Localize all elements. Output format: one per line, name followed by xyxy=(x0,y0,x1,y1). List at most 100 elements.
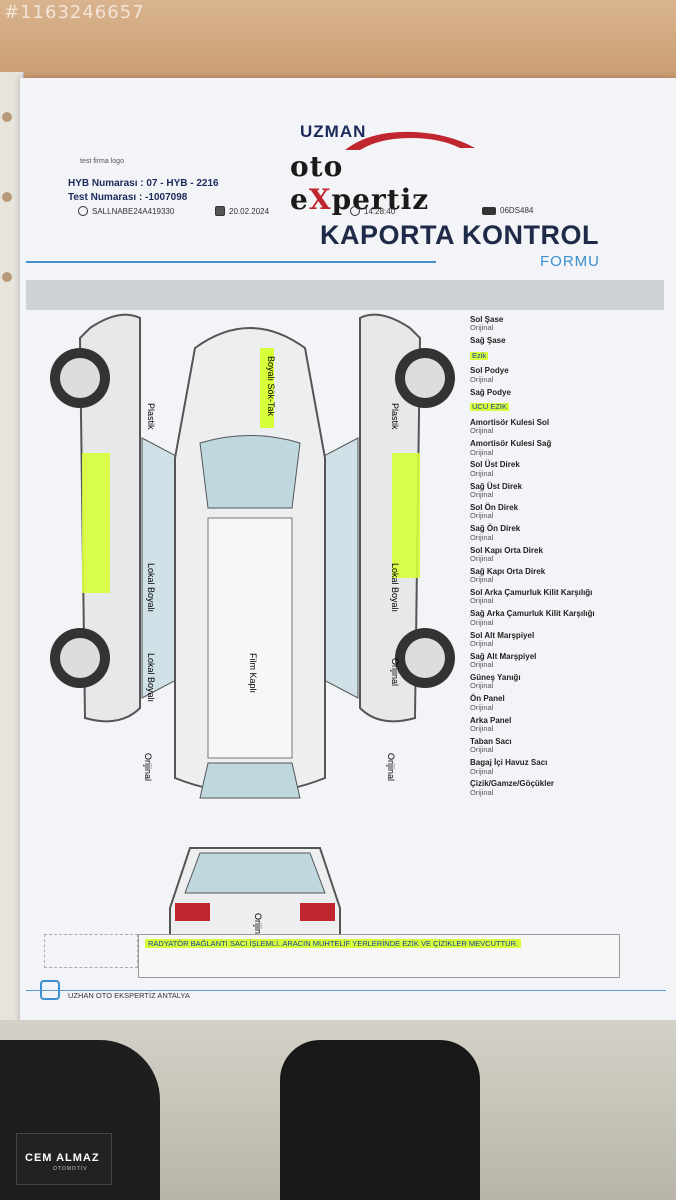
part-status: Orijinal xyxy=(470,660,494,670)
time-value: 14:28:40 xyxy=(364,206,396,216)
label-roof-film: Film Kaplı xyxy=(248,653,258,693)
label-left-door-front: Lokal Boyalı xyxy=(146,563,156,612)
section-band xyxy=(26,280,664,310)
label-right-door-rear: Orijinal xyxy=(390,658,400,686)
form-title: KAPORTA KONTROL xyxy=(320,220,599,250)
right-door-highlight xyxy=(392,453,420,578)
part-name: Sol Alt Marşpiyel xyxy=(470,630,535,640)
car-logo-icon xyxy=(345,131,475,150)
vin-value: SALLNABE24A419330 xyxy=(92,206,175,216)
car-body-diagram: Plastik Lokal Boyalı Lokal Boyalı Orijin… xyxy=(50,313,455,948)
roof-highlight xyxy=(260,348,274,428)
right-side-view xyxy=(319,313,455,723)
part-status: Orijinal xyxy=(470,374,494,384)
part-status: UCU EZIK xyxy=(470,402,510,412)
notes-text: RADYATÖR BAĞLANTI SACI İŞLEMLİ..ARACIN M… xyxy=(145,939,522,948)
inspection-form: UZMAN oto eXpertiz test firma logo HYB N… xyxy=(20,78,676,1023)
part-status: Orijinal xyxy=(470,553,494,563)
test-logo-caption: test firma logo xyxy=(80,158,124,165)
part-status: Orijinal xyxy=(470,766,494,776)
label-right-rear: Orijinal xyxy=(386,753,396,781)
part-name: Sol Ön Direk xyxy=(470,502,519,512)
divider xyxy=(26,261,436,263)
part-status: Orijinal xyxy=(470,617,494,627)
label-left-door-rear: Lokal Boyalı xyxy=(146,653,156,702)
label-right-door-front: Lokal Boyalı xyxy=(390,563,400,612)
part-name: Taban Sacı xyxy=(470,736,512,746)
part-name: Sağ Şase xyxy=(470,336,506,346)
part-name: Sol Podye xyxy=(470,366,509,376)
part-status: Orijinal xyxy=(470,681,494,691)
part-status: Orijinal xyxy=(470,575,494,585)
part-status: Ezik xyxy=(470,350,489,360)
part-name: Amortisör Kulesi Sağ xyxy=(470,439,552,449)
label-trunk: Orijinal xyxy=(253,913,263,941)
dealer-watermark: CEM ALMAZ OTOMOTİV xyxy=(16,1133,112,1185)
part-status: Orijinal xyxy=(470,490,494,500)
form-subtitle: FORMU xyxy=(540,253,600,270)
calendar-icon xyxy=(215,206,225,216)
time-field: 14:28:40 xyxy=(350,206,395,216)
left-side-view xyxy=(50,313,181,723)
part-status: Orijinal xyxy=(470,468,494,478)
clock-icon xyxy=(350,206,360,216)
label-roof: Boyalı Sök-Tak xyxy=(266,356,276,417)
part-name: Sağ Kapı Orta Direk xyxy=(470,566,546,576)
part-name: Sağ Podye xyxy=(470,387,511,397)
part-status: Orijinal xyxy=(470,511,494,521)
label-left-rear: Orijinal xyxy=(143,753,153,781)
footer-divider xyxy=(26,990,666,991)
part-name: Sağ Alt Marşpiyel xyxy=(470,651,537,661)
part-name: Arka Panel xyxy=(470,715,512,725)
punch-hole xyxy=(2,192,12,202)
part-status: Orijinal xyxy=(470,745,494,755)
listing-id-watermark: #1163246657 xyxy=(4,2,145,23)
part-status: Orijinal xyxy=(470,323,494,333)
vin-field: SALLNABE24A419330 xyxy=(78,206,174,216)
part-status: Orijinal xyxy=(470,596,494,606)
part-status: Orijinal xyxy=(470,702,494,712)
left-door-highlight xyxy=(82,453,110,593)
steering-wheel-icon xyxy=(78,206,88,216)
plate-value: 06DS484 xyxy=(500,206,534,215)
label-right-front: Plastik xyxy=(390,403,400,430)
part-name: Bagaj İçi Havuz Sacı xyxy=(470,758,548,768)
plate-icon xyxy=(482,206,496,215)
date-value: 20.02.2024 xyxy=(229,206,270,216)
notes-box: RADYATÖR BAĞLANTI SACI İŞLEMLİ..ARACIN M… xyxy=(138,934,620,978)
dealer-name: CEM ALMAZ xyxy=(25,1152,100,1164)
part-name: Güneş Yanığı xyxy=(470,673,521,683)
date-field: 20.02.2024 xyxy=(215,206,269,216)
part-status: Orijinal xyxy=(470,426,494,436)
test-number: Test Numarası : -1007098 xyxy=(68,192,188,203)
part-name: Sağ Arka Çamurluk Kilit Karşılığı xyxy=(470,609,595,619)
desk-background xyxy=(0,0,676,80)
stamp-placeholder xyxy=(44,934,138,968)
dealer-sub: OTOMOTİV xyxy=(53,1166,88,1172)
part-name: Ön Panel xyxy=(470,694,505,704)
part-name: Sağ Üst Direk xyxy=(470,481,523,491)
top-view xyxy=(174,327,326,799)
part-status: Orijinal xyxy=(470,724,494,734)
logo-main-text: oto eXpertiz xyxy=(290,150,430,216)
